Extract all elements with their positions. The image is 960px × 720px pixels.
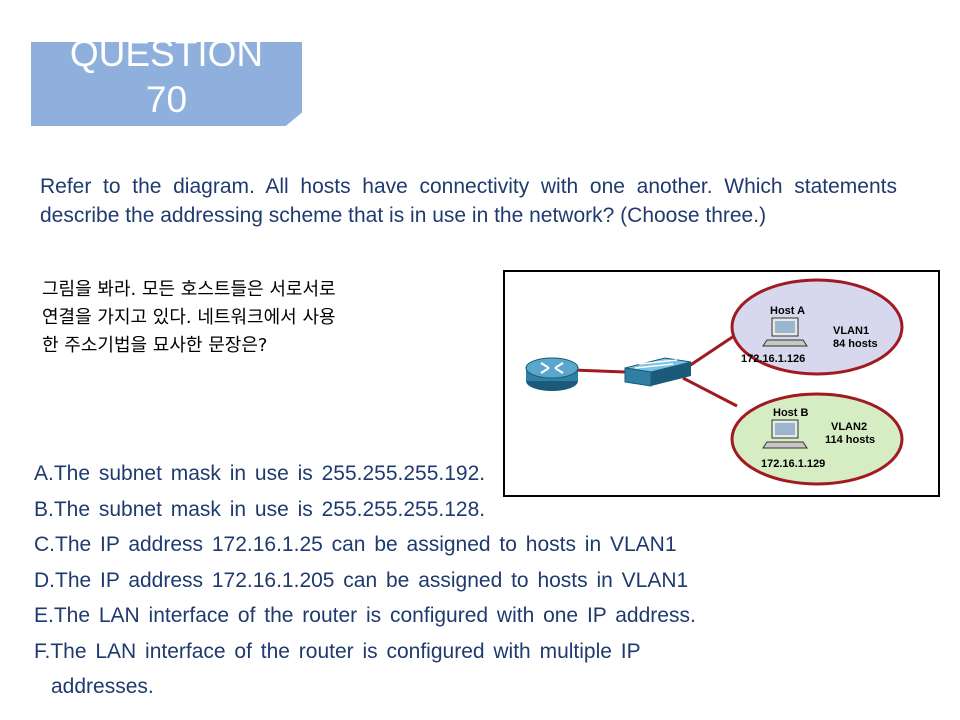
router-switch-link xyxy=(572,368,626,374)
answer-option-b: B.The subnet mask in use is 255.255.255.… xyxy=(34,497,486,521)
question-number: 70 xyxy=(145,79,188,120)
vlan2-host-count: 114 hosts xyxy=(825,434,875,446)
vlan2-label: VLAN2 xyxy=(831,421,867,433)
host-b-label: Host B xyxy=(773,407,809,419)
answer-option-a: A.The subnet mask in use is 255.255.255.… xyxy=(34,462,486,485)
korean-line: 한 주소기법을 묘사한 문장은? xyxy=(42,335,268,356)
network-diagram-svg: Host A VLAN1 84 hosts 172.16.1.126 Host … xyxy=(525,278,904,486)
host-a-ip: 172.16.1.126 xyxy=(741,353,805,365)
host-a-label: Host A xyxy=(770,305,805,317)
network-diagram: Host A VLAN1 84 hosts 172.16.1.126 Host … xyxy=(503,270,940,497)
vlan1-host-count: 84 hosts xyxy=(833,338,878,350)
answer-option-d: D.The IP address 172.16.1.205 can be ass… xyxy=(34,568,689,592)
answer-list: A.The subnet mask in use is 255.255.255.… xyxy=(34,456,934,705)
answer-option-c: C.The IP address 172.16.1.25 can be assi… xyxy=(34,533,677,556)
switch-vlan2-link xyxy=(682,376,738,408)
answer-option-f-continuation: addresses. xyxy=(51,675,154,698)
korean-translation: 그림을 봐라. 모든 호스트들은 서로서로 연결을 가지고 있다. 네트워크에서… xyxy=(42,276,462,360)
answer-option-f: F.The LAN interface of the router is con… xyxy=(34,639,641,663)
korean-line: 연결을 가지고 있다. 네트워크에서 사용 xyxy=(42,307,336,328)
host-b-computer-icon xyxy=(762,419,808,449)
question-text: Refer to the diagram. All hosts have con… xyxy=(40,175,897,227)
vlan1-zone xyxy=(730,278,904,376)
vlan1-label: VLAN1 xyxy=(833,325,869,337)
korean-line: 그림을 봐라. 모든 호스트들은 서로서로 xyxy=(42,279,336,300)
switch-icon xyxy=(624,357,692,387)
question-title: QUESTION xyxy=(69,33,264,74)
host-b-ip: 172.16.1.129 xyxy=(761,458,825,470)
router-icon xyxy=(525,357,579,391)
switch-vlan1-link xyxy=(682,332,738,372)
vlan2-zone xyxy=(730,392,904,486)
host-a-computer-icon xyxy=(762,317,808,347)
question-title-box: QUESTION 70 xyxy=(31,42,302,126)
answer-option-e: E.The LAN interface of the router is con… xyxy=(34,604,696,627)
